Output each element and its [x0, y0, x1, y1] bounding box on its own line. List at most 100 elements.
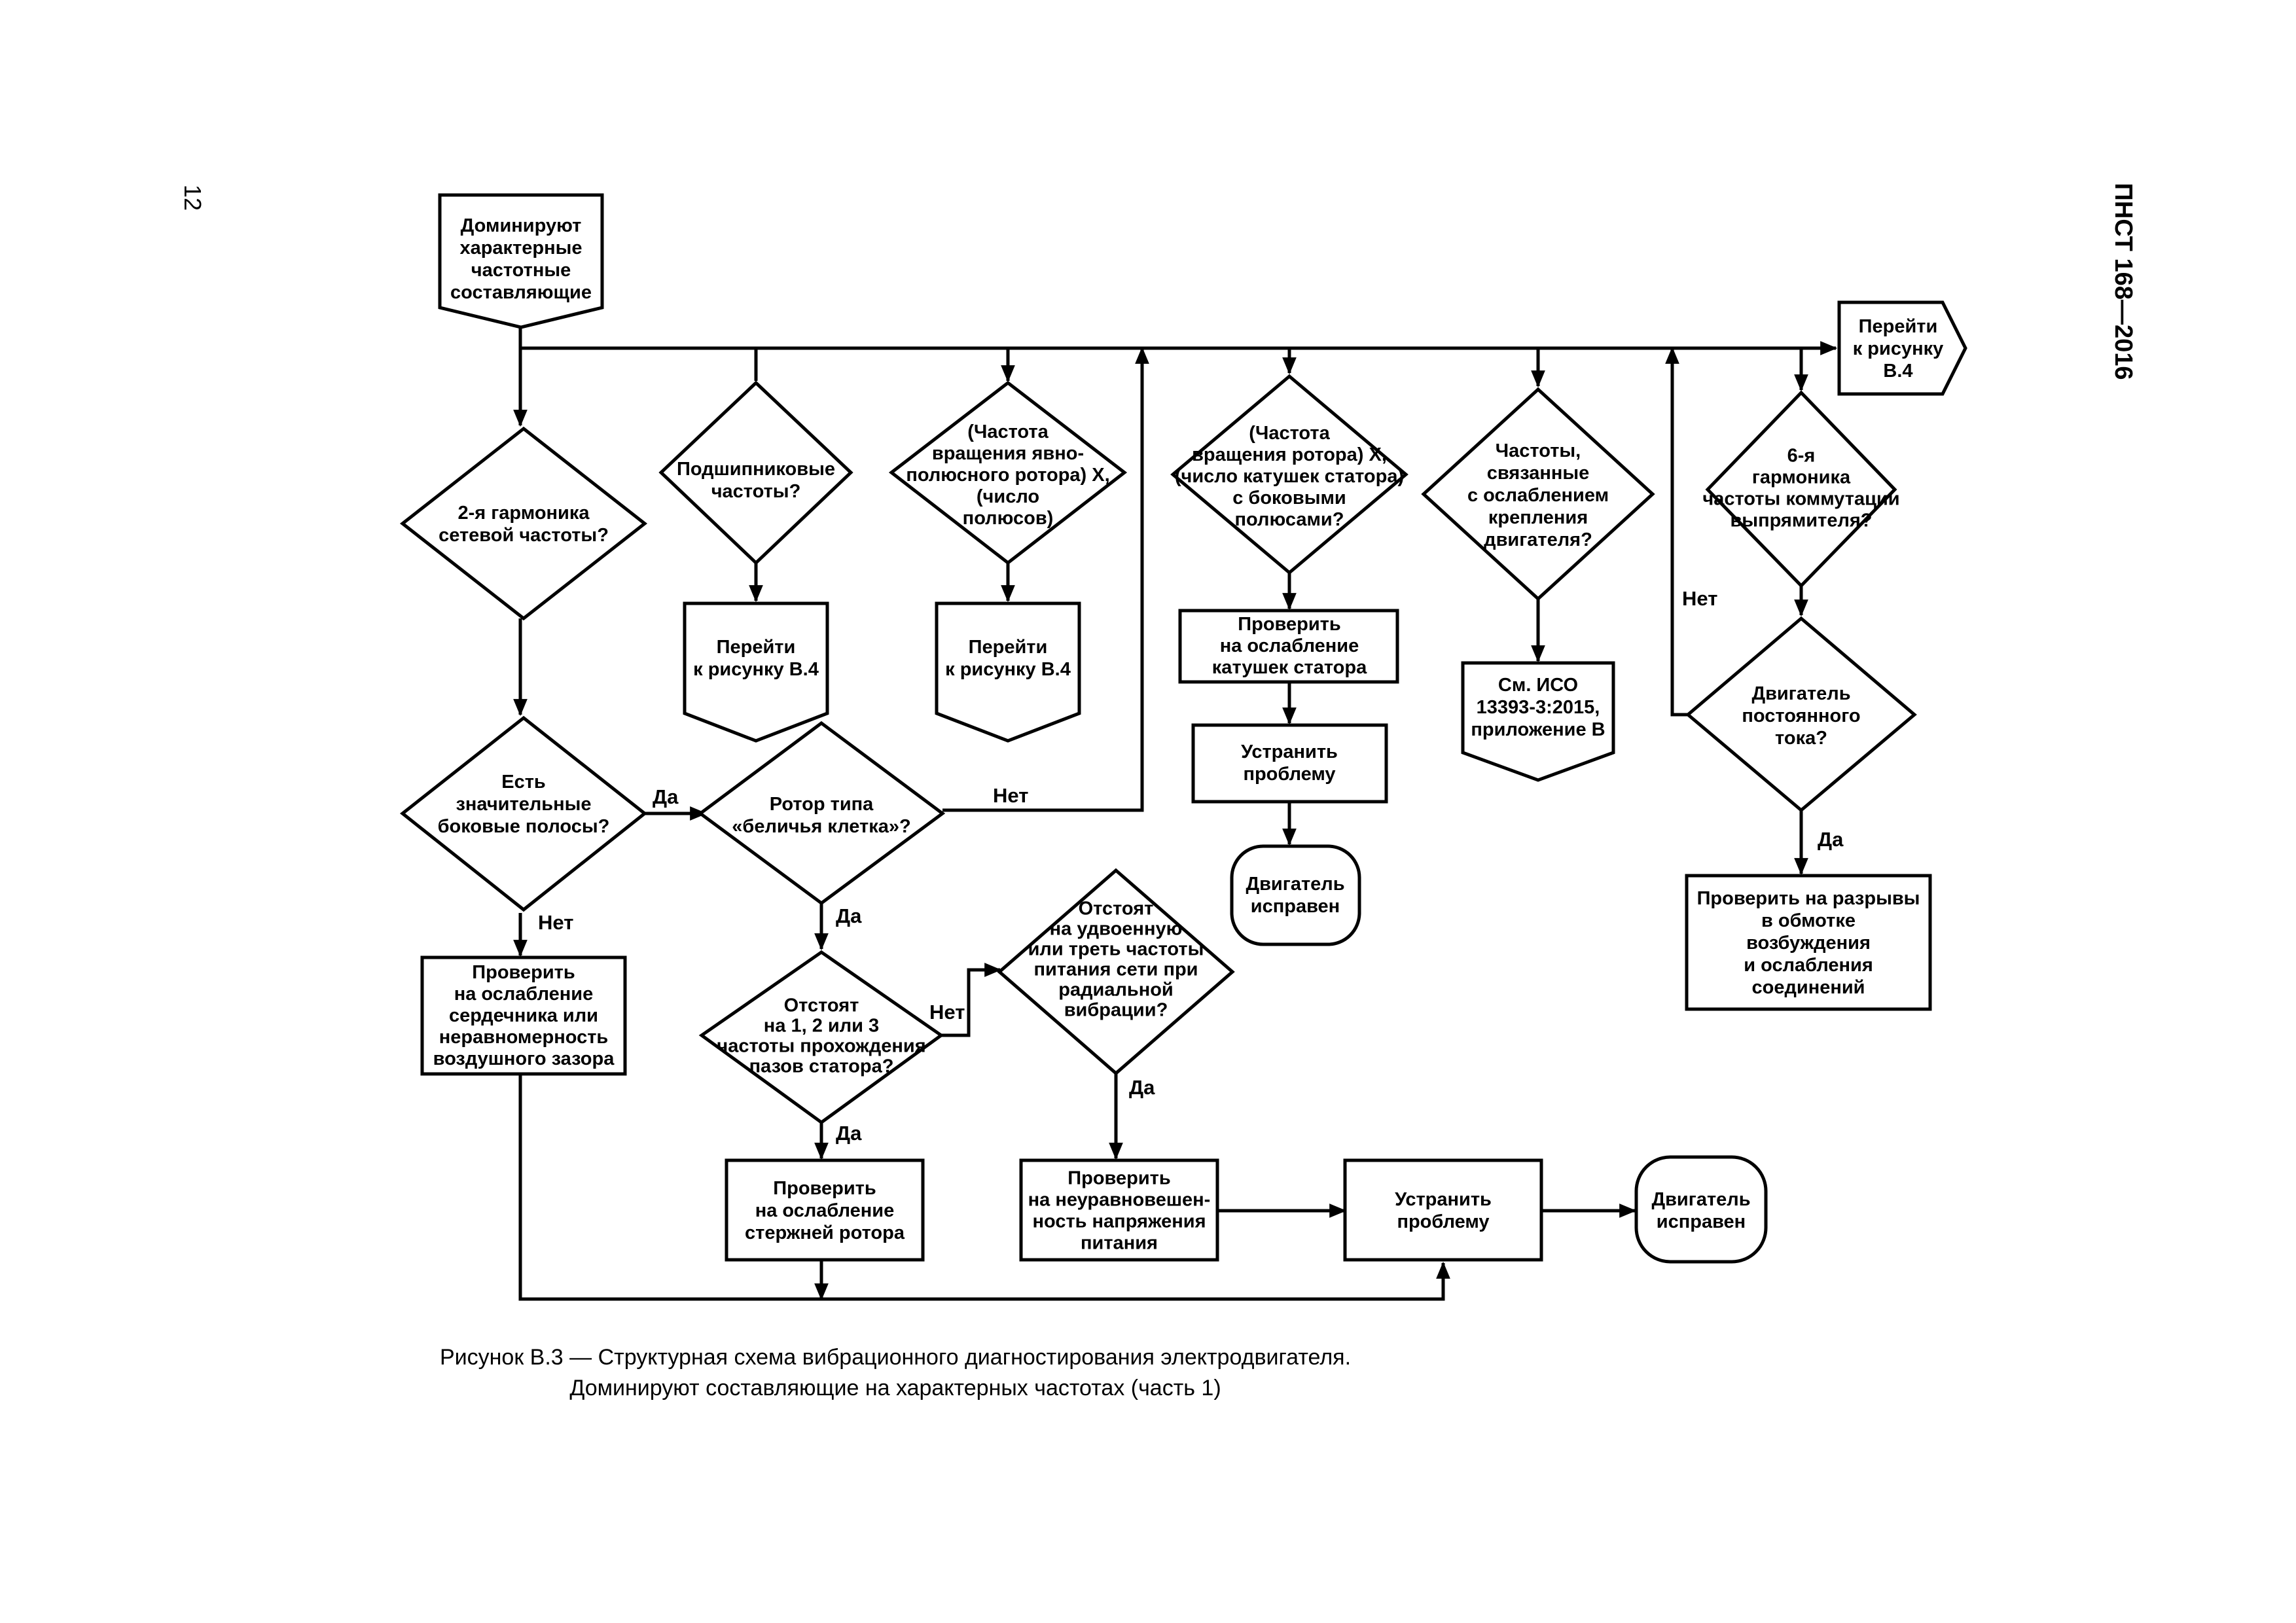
caption-line-1: Рисунок В.3 — Структурная схема вибрацио… — [440, 1345, 1351, 1370]
check-field-winding-line: в обмотке — [1761, 910, 1856, 931]
q-salient-pole-line: полюсов) — [963, 508, 1054, 529]
goto-b4-pole-line: Перейти — [969, 637, 1048, 658]
q-dc-motor-line: постоянного — [1742, 705, 1860, 726]
q-dc-motor-shape — [1685, 616, 1917, 813]
fix-2-shape — [1343, 1158, 1543, 1262]
q-salient-pole-line: (Частота — [967, 421, 1049, 442]
label-dc-no: Нет — [1682, 587, 1717, 610]
check-stator-coils-shape — [1178, 609, 1399, 684]
q-dc-motor-line: Двигатель — [1751, 683, 1850, 704]
q-stator-slots-line: частоты прохождения — [717, 1036, 925, 1057]
q-6th-harmonic-line: частоты коммутации — [1702, 489, 1899, 510]
check-voltage-shape — [1019, 1158, 1219, 1262]
label-squirrel-yes: Да — [836, 904, 862, 927]
check-core-shape — [420, 955, 627, 1076]
check-core-line: Проверить — [472, 962, 575, 983]
ok-1-line: исправен — [1251, 896, 1340, 917]
label-sidebands-yes: Да — [653, 785, 679, 808]
label-squirrel-no: Нет — [993, 784, 1028, 807]
q-salient-pole-line: (число — [977, 486, 1039, 507]
edge-dc-no-loop — [1665, 346, 1687, 717]
edge-squirrel-no — [942, 346, 1149, 812]
check-voltage-line: на неуравновешен- — [1028, 1190, 1211, 1211]
shapes — [399, 193, 1967, 1264]
goto-b4-pole-shape — [935, 601, 1081, 743]
goto-b4-bearing-shape — [683, 601, 829, 743]
q-mounting-line: с ослаблением — [1467, 485, 1609, 506]
check-voltage-line: ность напряжения — [1032, 1211, 1206, 1232]
page-number: 12 — [179, 185, 206, 211]
q-stator-coils-line: (Частота — [1249, 423, 1330, 444]
fix-1-line: Устранить — [1241, 741, 1338, 762]
q-double-freq-line: на удвоенную — [1050, 919, 1183, 940]
q-bearing-line: частоты? — [711, 481, 801, 502]
caption-line-2: Доминируют составляющие на характерных ч… — [569, 1376, 1221, 1400]
check-rotor-bars-shape — [725, 1158, 925, 1262]
q-stator-slots-shape — [698, 950, 944, 1125]
q-mounting-line: связанные — [1487, 463, 1590, 484]
q-salient-pole-line: вращения явно- — [932, 443, 1084, 464]
q-stator-slots-line: на 1, 2 или 3 — [764, 1016, 879, 1037]
q-stator-coils-line: (число катушек статора) — [1175, 466, 1404, 487]
q-2nd-harmonic-shape — [399, 426, 648, 621]
edge-core-to-collector — [518, 1075, 1450, 1301]
q-sidebands-line: Есть — [501, 772, 546, 793]
check-field-winding-line: и ослабления — [1744, 955, 1873, 976]
start-line: частотные — [471, 260, 571, 281]
edge-slots-no — [941, 963, 1002, 1037]
start-line: Доминируют — [461, 215, 582, 236]
ok-1-shape — [1230, 844, 1361, 946]
check-core-line: воздушного зазора — [433, 1048, 615, 1069]
q-6th-harmonic-line: гармоника — [1752, 467, 1851, 488]
check-core-line: сердечника или — [449, 1005, 598, 1026]
goto-b4-top-line: к рисунку — [1853, 338, 1944, 359]
q-squirrel-line: «беличья клетка»? — [732, 816, 910, 837]
label-double-yes: Да — [1129, 1076, 1155, 1099]
q-double-freq-shape — [997, 868, 1235, 1076]
q-double-freq-line: радиальной — [1058, 980, 1174, 1001]
label-slots-no: Нет — [929, 1001, 965, 1024]
check-field-winding-shape — [1685, 874, 1932, 1011]
check-voltage-line: Проверить — [1067, 1168, 1170, 1189]
q-bearing-line: Подшипниковые — [677, 459, 835, 480]
see-iso-line: приложение В — [1471, 719, 1605, 740]
q-mounting-line: Частоты, — [1496, 440, 1581, 461]
q-2nd-harmonic-line: сетевой частоты? — [439, 525, 609, 546]
q-double-freq-line: Отстоят — [1079, 899, 1154, 919]
goto-b4-top-shape — [1837, 300, 1967, 396]
q-mounting-shape — [1421, 387, 1655, 601]
label-dc-yes: Да — [1818, 828, 1844, 851]
q-sidebands-line: боковые полосы? — [438, 816, 610, 837]
start-line: составляющие — [450, 282, 592, 303]
see-iso-shape — [1461, 661, 1615, 782]
check-stator-coils-line: на ослабление — [1220, 635, 1359, 656]
q-stator-slots-line: Отстоят — [784, 995, 859, 1016]
check-rotor-bars-line: на ослабление — [755, 1200, 895, 1221]
goto-b4-top-line: Перейти — [1859, 316, 1938, 337]
q-stator-coils-line: вращения ротора) X, — [1192, 444, 1387, 465]
ok-2-line: Двигатель — [1651, 1189, 1750, 1210]
check-stator-coils-line: катушек статора — [1212, 657, 1367, 678]
check-stator-coils-line: Проверить — [1238, 614, 1340, 635]
see-iso-line: См. ИСО — [1498, 675, 1578, 696]
q-squirrel-label: Ротор типа«беличья клетка»? — [732, 794, 910, 837]
fix-1-line: проблему — [1243, 764, 1335, 785]
